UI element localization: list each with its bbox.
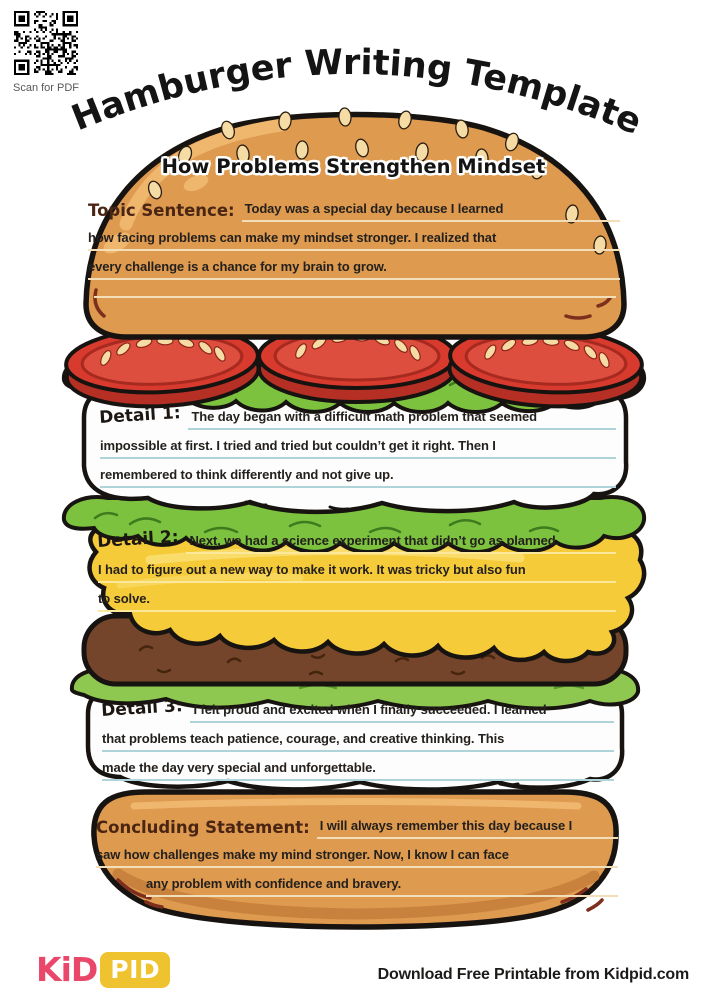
detail3-label: Detail 3: [100,696,184,722]
top-bun [83,107,627,340]
writing-line: Next, we had a science experiment that d… [186,529,616,554]
topic-sentence-section: Topic Sentence: Today was a special day … [88,195,620,280]
kidpid-logo-kid: KiD [36,950,98,989]
page-title-arch: Hamburger Writing Template [66,43,647,143]
cheese-layer [87,523,647,664]
detail2-section: Detail 2: Next, we had a science experim… [96,527,616,612]
writing-line: remembered to think differently and not … [100,459,616,488]
qr-caption: Scan for PDF [13,82,80,94]
topic-sentence-label: Topic Sentence: [88,201,235,220]
writing-line: impossible at first. I tried and tried b… [100,430,616,459]
sesame-seeds [147,107,607,255]
detail1-section: Detail 1: The day began with a difficult… [98,403,616,488]
concluding-label: Concluding Statement: [96,818,310,837]
writing-line: saw how challenges make my mind stronger… [96,839,618,868]
qr-code [14,11,78,75]
concluding-row-1: Concluding Statement: I will always reme… [96,812,618,839]
tomato-slice-left [64,325,261,409]
detail3-row-1: Detail 3: I felt proud and excited when … [100,696,614,723]
writing-line: I had to figure out a new way to make it… [98,554,616,583]
qr-modules [14,11,78,75]
writing-line: every challenge is a chance for my brain… [88,251,620,280]
writing-line: made the day very special and unforgetta… [102,752,614,781]
detail3-section: Detail 3: I felt proud and excited when … [100,696,614,781]
empty-writing-line [94,296,616,298]
detail1-row-1: Detail 1: The day began with a difficult… [98,403,616,430]
kidpid-logo: KiD PID [36,950,171,989]
footer-download-link[interactable]: Download Free Printable from Kidpid.com [377,966,690,983]
lettuce-layer-2 [61,495,647,554]
writing-line: I felt proud and excited when I finally … [190,698,614,723]
writing-line: to solve. [98,583,616,612]
essay-title: How Problems Strengthen Mindset [161,155,546,178]
writing-line: how facing problems can make my mindset … [88,222,620,251]
detail2-label: Detail 2: [96,527,180,553]
qr-finder-patterns [14,11,78,75]
topic-row-1: Topic Sentence: Today was a special day … [88,195,620,222]
qr-block: Scan for PDF [13,11,79,94]
detail2-row-1: Detail 2: Next, we had a science experim… [96,527,616,554]
detail1-label: Detail 1: [98,403,182,429]
tomato-slice-right [447,325,644,409]
tomato-slice-middle [257,322,457,404]
writing-line: The day began with a difficult math prob… [188,405,616,430]
concluding-section: Concluding Statement: I will always reme… [96,812,618,897]
writing-line: I will always remember this day because … [316,814,618,839]
writing-line: that problems teach patience, courage, a… [102,723,614,752]
writing-line: Today was a special day because I learne… [241,197,620,222]
page-title: Hamburger Writing Template [66,43,647,143]
kidpid-logo-pid: PID [100,951,171,988]
writing-line: any problem with confidence and bravery. [146,868,618,897]
